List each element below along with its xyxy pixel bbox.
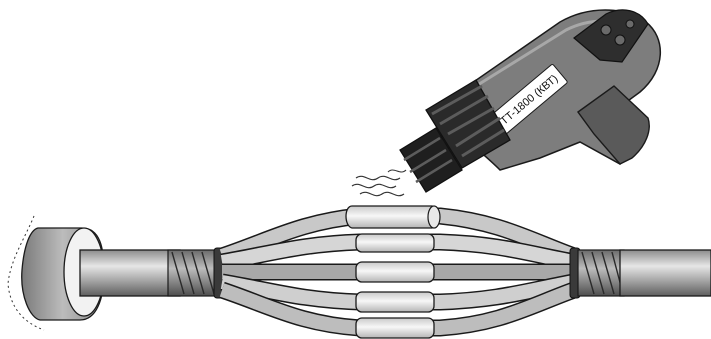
shrink-sleeves xyxy=(345,205,441,339)
heat-gun-icon: TT-1800 (КВТ) xyxy=(399,9,661,193)
right-cable xyxy=(569,247,711,299)
control-knob-3 xyxy=(625,19,635,29)
sleeve-5 xyxy=(355,317,435,339)
shrink-sleeve-icon xyxy=(345,205,441,229)
sleeve-4 xyxy=(355,291,435,313)
right-cable-body xyxy=(619,249,711,297)
sleeve-2 xyxy=(355,233,435,253)
sleeve-3 xyxy=(355,261,435,283)
control-knob-1 xyxy=(600,24,612,36)
left-cable-body xyxy=(79,249,181,297)
heat-wave-icon xyxy=(351,169,407,197)
left-cable xyxy=(7,215,225,331)
left-cut-line xyxy=(7,215,45,331)
control-knob-2 xyxy=(614,34,626,46)
left-tape-wrap xyxy=(167,249,217,297)
right-tape-wrap xyxy=(577,249,625,297)
heat-gun-neck xyxy=(425,79,511,169)
heat-gun-handle xyxy=(577,85,650,165)
